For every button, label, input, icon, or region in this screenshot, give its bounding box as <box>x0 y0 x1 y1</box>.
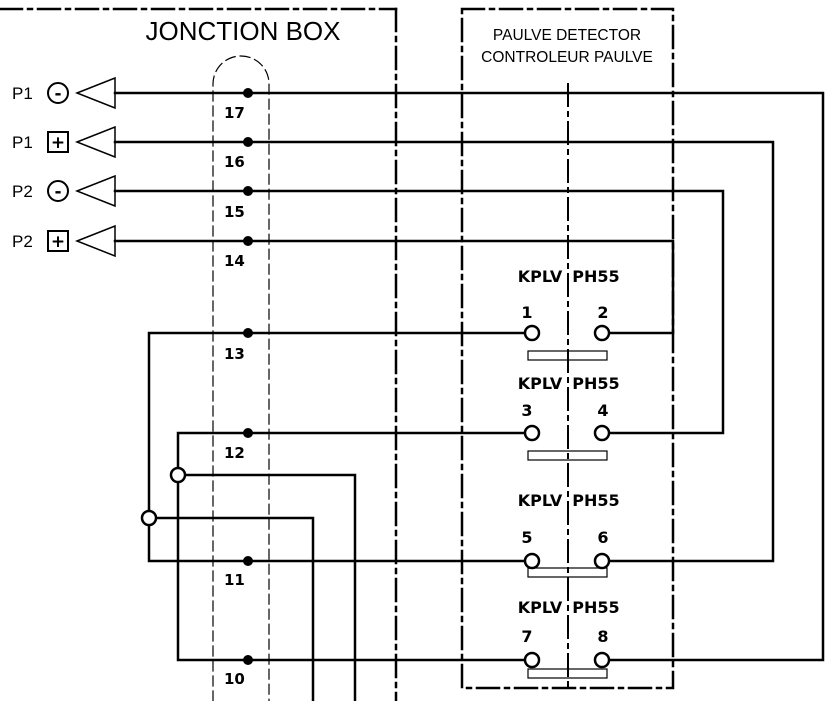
wire-p1-minus <box>113 91 825 662</box>
plus-icon: + <box>51 133 65 153</box>
symbol-box-2 <box>47 131 69 153</box>
input-triangle-2 <box>74 125 116 159</box>
wire-p2-plus <box>113 239 675 335</box>
contact-3-right-pin: 6 <box>597 528 608 547</box>
branch-node-a <box>169 466 187 484</box>
contact-1-left <box>523 324 541 342</box>
contact-bar-3 <box>527 567 608 578</box>
contact-2-left-header: KPLV <box>518 374 563 393</box>
symbol-circle-1 <box>47 82 69 104</box>
contact-2-left <box>523 424 541 442</box>
input-label-3: P2 <box>12 182 33 201</box>
contact-circles <box>523 324 611 669</box>
terminal-number-16: 16 <box>224 153 245 171</box>
contact-3-left <box>523 552 541 570</box>
contact-2-left-pin: 3 <box>521 401 532 420</box>
return-wires <box>147 331 527 701</box>
terminal-strip <box>212 55 270 701</box>
detector-title-line1: PAULVE DETECTOR <box>493 27 641 44</box>
branch-node-b <box>140 509 158 527</box>
input-label-4: P2 <box>12 232 33 251</box>
input-triangle-4 <box>74 224 116 258</box>
terminal-number-11: 11 <box>224 571 245 589</box>
terminal-number-14: 14 <box>224 252 245 270</box>
terminal-number-17: 17 <box>224 104 245 122</box>
contact-4-right-pin: 8 <box>597 627 608 646</box>
input-label-1: P1 <box>12 84 33 103</box>
plus-icon: + <box>51 232 65 252</box>
detector-title-line2: CONTROLEUR PAULVE <box>481 49 653 66</box>
contact-4-left <box>523 651 541 669</box>
input-triangles <box>74 76 116 258</box>
input-wires <box>113 91 825 662</box>
contact-bar-1 <box>527 350 608 361</box>
contact-4-right <box>593 651 611 669</box>
wire-p2-minus <box>113 189 725 435</box>
wire-13 <box>147 331 527 563</box>
minus-icon: - <box>54 84 61 104</box>
contact-1-left-header: KPLV <box>518 267 563 286</box>
contact-2-right <box>593 424 611 442</box>
contact-4-left-pin: 7 <box>521 627 532 646</box>
contact-2-right-pin: 4 <box>597 401 608 420</box>
wire-branch-b <box>154 516 315 701</box>
input-label-2: P1 <box>12 133 33 152</box>
branch-nodes <box>140 466 187 527</box>
terminal-number-10: 10 <box>224 670 245 688</box>
wire-branch-a <box>182 473 357 701</box>
symbol-box-4 <box>47 230 69 252</box>
symbol-circle-3 <box>47 180 69 202</box>
junction-box-border <box>0 7 398 701</box>
contact-1-right-header: PH55 <box>572 267 619 286</box>
contact-1-left-pin: 1 <box>521 303 532 322</box>
terminal-number-12: 12 <box>224 444 245 462</box>
contact-1-right <box>593 324 611 342</box>
contact-3-right <box>593 552 611 570</box>
terminal-number-15: 15 <box>224 203 245 221</box>
contact-3-right-header: PH55 <box>572 491 619 510</box>
contact-4-left-header: KPLV <box>518 598 563 617</box>
contact-bars <box>527 350 608 679</box>
contact-2-right-header: PH55 <box>572 374 619 393</box>
wire-p1-plus <box>113 140 775 563</box>
paulve-detector-box <box>460 7 675 690</box>
input-triangle-1 <box>74 76 116 110</box>
contact-3-left-header: KPLV <box>518 491 563 510</box>
terminal-number-13: 13 <box>224 345 245 363</box>
terminal-dots <box>243 88 253 665</box>
input-symbols <box>47 82 69 252</box>
minus-icon: - <box>54 182 61 202</box>
wire-12 <box>176 431 527 662</box>
input-triangle-3 <box>74 174 116 208</box>
junction-box-title: JONCTION BOX <box>145 16 340 46</box>
contact-bar-4 <box>527 668 608 679</box>
contact-bar-2 <box>527 450 608 461</box>
contact-4-right-header: PH55 <box>572 598 619 617</box>
contact-3-left-pin: 5 <box>521 528 532 547</box>
contact-1-right-pin: 2 <box>597 303 608 322</box>
